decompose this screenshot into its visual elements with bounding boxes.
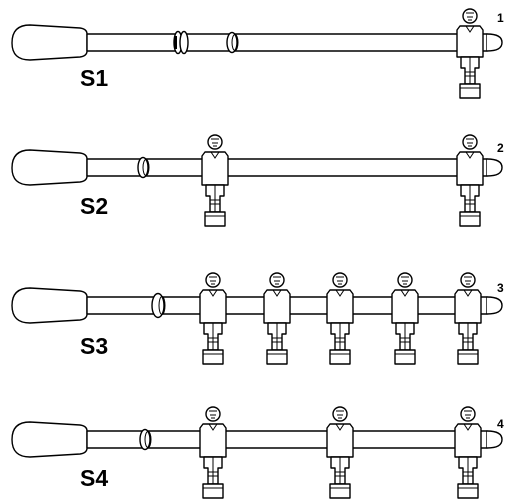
rod-3-label: S3 <box>80 333 108 359</box>
rod-3-player-2 <box>263 272 291 365</box>
rod-1-player <box>456 8 484 99</box>
rod-4-player-1 <box>199 406 227 499</box>
rod-4-handle <box>11 421 88 458</box>
rod-1-bumper <box>173 30 189 55</box>
rod-2: S2 2 <box>11 134 504 227</box>
rod-4: S4 4 <box>11 406 504 499</box>
rod-3-player-5 <box>454 272 482 365</box>
rod-1-handle <box>11 24 88 61</box>
rod-4-shaft-end <box>486 430 503 449</box>
rod-2-player-2 <box>456 134 484 227</box>
rod-3-player-3 <box>326 272 354 365</box>
rod-1: S1 1 <box>11 8 504 99</box>
rod-3: S3 3 <box>11 272 504 365</box>
rod-4-player-2 <box>326 406 354 499</box>
rod-4-number: 4 <box>497 417 504 431</box>
rod-1-number: 1 <box>497 11 504 25</box>
rod-2-label: S2 <box>80 193 108 219</box>
rod-3-player-1 <box>199 272 227 365</box>
rod-1-label: S1 <box>80 65 108 91</box>
rod-4-player-3 <box>454 406 482 499</box>
rod-2-player-1 <box>201 134 229 227</box>
rod-2-number: 2 <box>497 141 504 155</box>
rod-3-number: 3 <box>497 281 504 295</box>
rod-3-shaft-end <box>486 296 503 315</box>
rod-2-shaft-end <box>486 158 503 177</box>
rod-2-handle <box>11 149 88 186</box>
rod-3-collar <box>151 292 165 319</box>
rod-1-shaft <box>86 33 488 52</box>
rod-1-shaft-end <box>486 33 503 52</box>
rod-3-handle <box>11 287 88 324</box>
rod-3-player-4 <box>391 272 419 365</box>
rod-4-label: S4 <box>80 465 108 491</box>
